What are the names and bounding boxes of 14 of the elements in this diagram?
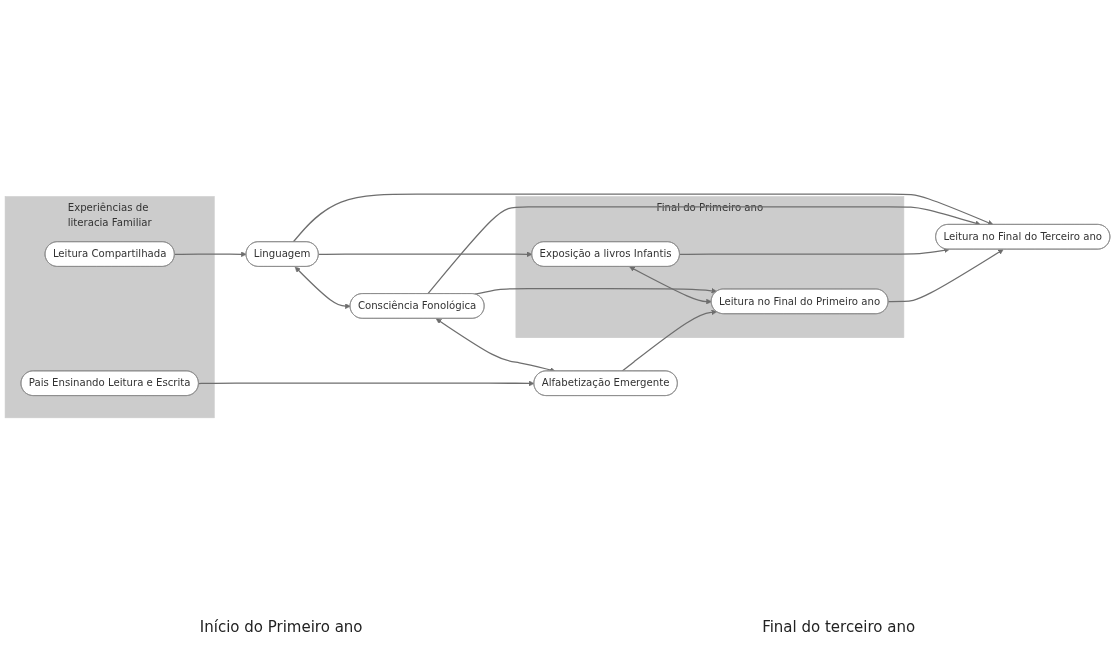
- column-label: Início do Primeiro ano: [199, 618, 363, 636]
- arrow: [174, 251, 247, 258]
- arrow: [294, 266, 351, 309]
- arrow: [887, 249, 1004, 303]
- arrow: [318, 251, 533, 258]
- arrow: [474, 288, 717, 295]
- arrow: [427, 206, 981, 295]
- arrow: [435, 318, 556, 373]
- column-label: Final do terceiro ano: [762, 618, 916, 636]
- arrow: [629, 266, 712, 305]
- arrow: [679, 247, 950, 256]
- arrow: [292, 193, 994, 243]
- arrow: [621, 309, 717, 372]
- arrow: [198, 380, 535, 387]
